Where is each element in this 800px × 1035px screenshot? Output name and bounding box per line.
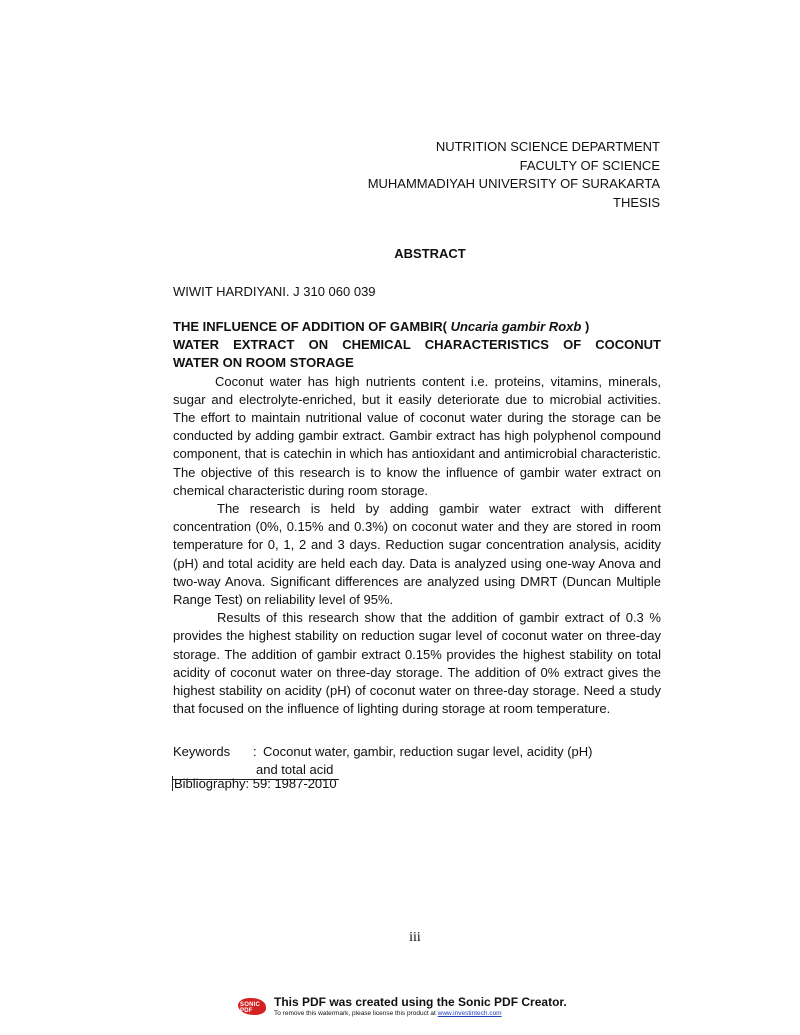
page-number: iii — [409, 930, 421, 945]
bibliography-line: Bibliography: 59: 1987-2010 — [172, 776, 337, 791]
keywords-separator: : — [253, 744, 257, 759]
header-doc-type: THESIS — [613, 194, 660, 210]
thesis-title-line-3: WATER ON ROOM STORAGE — [173, 355, 354, 371]
abstract-paragraph: Results of this research show that the a… — [173, 610, 661, 717]
watermark-link[interactable]: www.investintech.com — [437, 1010, 502, 1017]
watermark-main-text: This PDF was created using the Sonic PDF… — [274, 995, 567, 1009]
keywords-label: Keywords — [173, 744, 231, 759]
title-suffix: ) — [581, 319, 590, 334]
keywords-value-continued: and total acid — [173, 761, 340, 780]
institution-header: NUTRITION SCIENCE DEPARTMENT FACULTY OF … — [368, 138, 660, 212]
abstract-heading: ABSTRACT — [394, 246, 466, 261]
abstract-paragraph: Coconut water has high nutrients content… — [173, 373, 661, 498]
abstract-paragraph: The research is held by adding gambir wa… — [173, 501, 661, 608]
abstract-body: THE INFLUENCE OF ADDITION OF GAMBIR( Unc… — [173, 318, 661, 718]
keywords-block: Keywords : Coconut water, gambir, reduct… — [173, 743, 593, 780]
title-prefix: THE INFLUENCE OF ADDITION OF GAMBIR( — [173, 319, 451, 334]
thesis-title-line-1: THE INFLUENCE OF ADDITION OF GAMBIR( Unc… — [173, 318, 661, 336]
keywords-value: Coconut water, gambir, reduction sugar l… — [263, 744, 593, 759]
header-faculty: FACULTY OF SCIENCE — [519, 157, 660, 173]
watermark-sub-text: To remove this watermark, please license… — [274, 1009, 567, 1018]
header-department: NUTRITION SCIENCE DEPARTMENT — [435, 139, 660, 154]
watermark-sub-prefix: To remove this watermark, please license… — [274, 1010, 438, 1017]
header-university: MUHAMMADIYAH UNIVERSITY OF SURAKARTA — [367, 176, 660, 191]
pdf-creator-watermark: SONIC PDF This PDF was created using the… — [236, 996, 567, 1018]
title-species-name: Uncaria gambir Roxb — [450, 319, 582, 334]
author-line: WIWIT HARDIYANI. J 310 060 039 — [173, 284, 376, 299]
logo-lettering: SONIC PDF — [240, 1002, 261, 1014]
sonic-pdf-logo: SONIC PDF — [236, 996, 270, 1018]
thesis-title-line-2: WATER EXTRACT ON CHEMICAL CHARACTERISTIC… — [173, 337, 661, 353]
